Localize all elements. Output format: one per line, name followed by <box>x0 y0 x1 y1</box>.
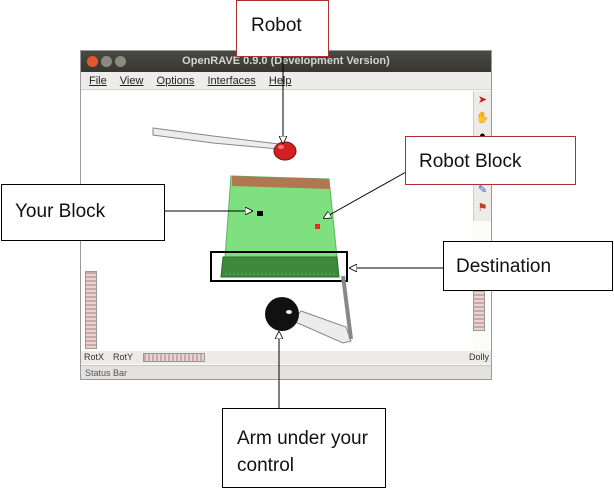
your-block <box>257 211 263 216</box>
horizontal-thumbwheel[interactable] <box>143 353 205 362</box>
close-window-button[interactable] <box>87 56 98 67</box>
bottom-control-bar: RotX RotY Dolly <box>81 351 491 364</box>
destination-outline <box>210 251 348 282</box>
dolly-label: Dolly <box>469 352 490 362</box>
3d-viewport[interactable] <box>81 91 473 351</box>
menu-bar: File View Options Interfaces Help <box>81 72 491 90</box>
flag-icon[interactable]: ⚑ <box>477 202 488 214</box>
robot-block-arrow <box>324 171 407 218</box>
robot-block <box>315 224 320 229</box>
pen-icon[interactable]: ✎ <box>477 184 488 196</box>
arm-ball-highlight <box>286 310 292 314</box>
callout-robot-block: Robot Block <box>405 136 576 185</box>
openrave-window: OpenRAVE 0.9.0 (Development Version) Fil… <box>80 50 492 380</box>
scene-graphic <box>152 127 353 344</box>
callout-arm: Arm under your control <box>222 408 386 488</box>
minimize-window-button[interactable] <box>101 56 112 67</box>
roty-label: RotY <box>113 352 134 362</box>
rotx-label: RotX <box>84 352 105 362</box>
vertical-thumbwheel-left[interactable] <box>85 271 97 349</box>
hand-icon[interactable]: ✋ <box>475 112 490 124</box>
callout-robot: Robot <box>236 0 329 57</box>
callout-your-block: Your Block <box>1 184 165 241</box>
menu-interfaces[interactable]: Interfaces <box>207 75 256 87</box>
arm-link-segment <box>341 275 353 340</box>
menu-file[interactable]: File <box>89 75 107 87</box>
destination-area <box>220 256 340 278</box>
robot-ball-highlight <box>278 145 284 149</box>
status-bar: Status Bar <box>81 365 491 379</box>
menu-help[interactable]: Help <box>268 75 292 87</box>
table-edge <box>232 176 330 189</box>
window-titlebar: OpenRAVE 0.9.0 (Development Version) <box>81 51 491 72</box>
menu-options[interactable]: Options <box>156 75 195 87</box>
arm-ball <box>265 297 299 331</box>
menu-view[interactable]: View <box>119 75 144 87</box>
pointer-arrow-icon[interactable]: ➤ <box>477 94 488 106</box>
window-title: OpenRAVE 0.9.0 (Development Version) <box>182 55 390 67</box>
maximize-window-button[interactable] <box>115 56 126 67</box>
callout-destination: Destination <box>443 241 613 291</box>
